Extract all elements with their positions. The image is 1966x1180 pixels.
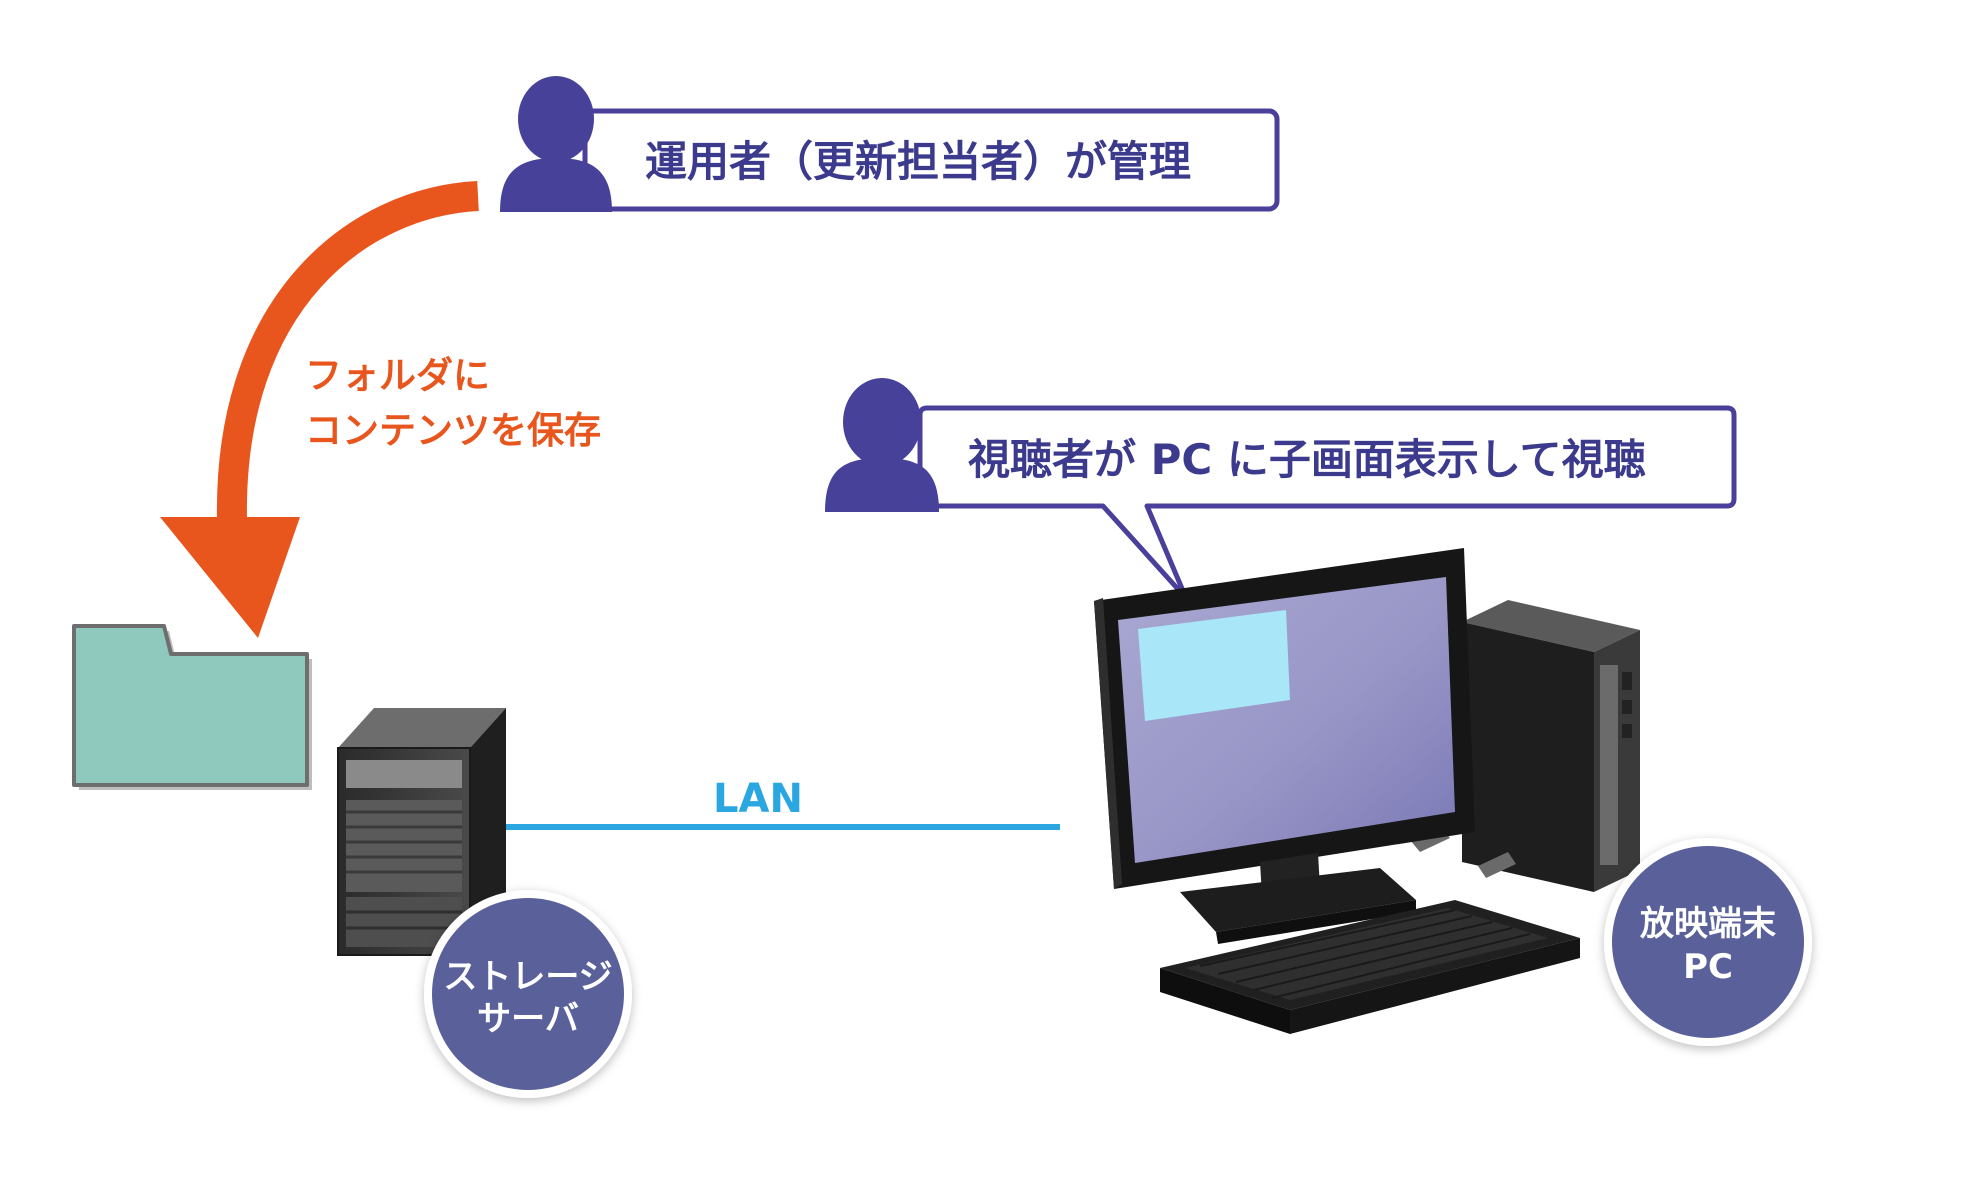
storage-badge-line2: サーバ [477, 999, 579, 1039]
operator-callout-text: 運用者（更新担当者）が管理 [645, 137, 1191, 186]
storage-badge-line1: ストレージ [443, 957, 612, 997]
viewer-user-icon [825, 378, 939, 512]
folder-icon [72, 624, 312, 790]
save-arrow [160, 181, 479, 638]
save-text-line1: フォルダに [305, 354, 490, 397]
storage-badge: ストレージ サーバ [424, 890, 632, 1098]
terminal-badge-line1: 放映端末 [1640, 904, 1776, 944]
operator-callout: 運用者（更新担当者）が管理 [582, 108, 1280, 212]
viewer-callout-text: 視聴者が PC に子画面表示して視聴 [968, 435, 1646, 484]
terminal-badge: 放映端末 PC [1604, 838, 1812, 1046]
viewer-callout: 視聴者が PC に子画面表示して視聴 [917, 405, 1737, 601]
desktop-pc-icon [1094, 548, 1640, 1034]
operator-user-icon [500, 76, 612, 212]
sub-screen [1138, 610, 1290, 721]
lan-label: LAN [713, 776, 803, 822]
terminal-badge-line2: PC [1683, 947, 1733, 987]
server-tower-icon [337, 708, 506, 956]
save-text-line2: コンテンツを保存 [305, 409, 601, 452]
